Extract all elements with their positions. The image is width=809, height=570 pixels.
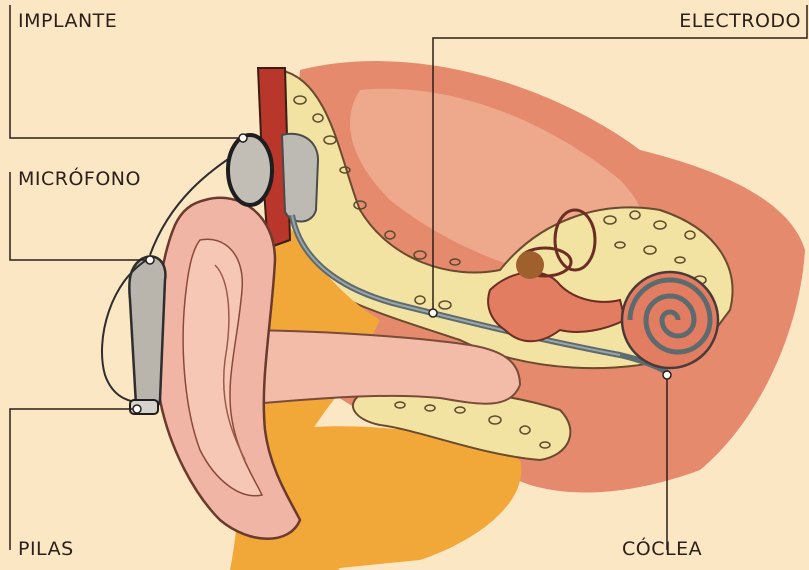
batteries-label: PILAS [18, 538, 74, 560]
implant-label: IMPLANTE [18, 10, 117, 32]
external-coil [228, 135, 272, 205]
microphone-label: MICRÓFONO [18, 168, 141, 190]
cochlea [622, 272, 718, 368]
electrode-label: ELECTRODO [679, 10, 801, 32]
cochlea-label: CÓCLEA [622, 538, 702, 560]
speech-processor [129, 256, 165, 411]
internal-receiver [282, 134, 318, 222]
vestibule [516, 251, 544, 279]
